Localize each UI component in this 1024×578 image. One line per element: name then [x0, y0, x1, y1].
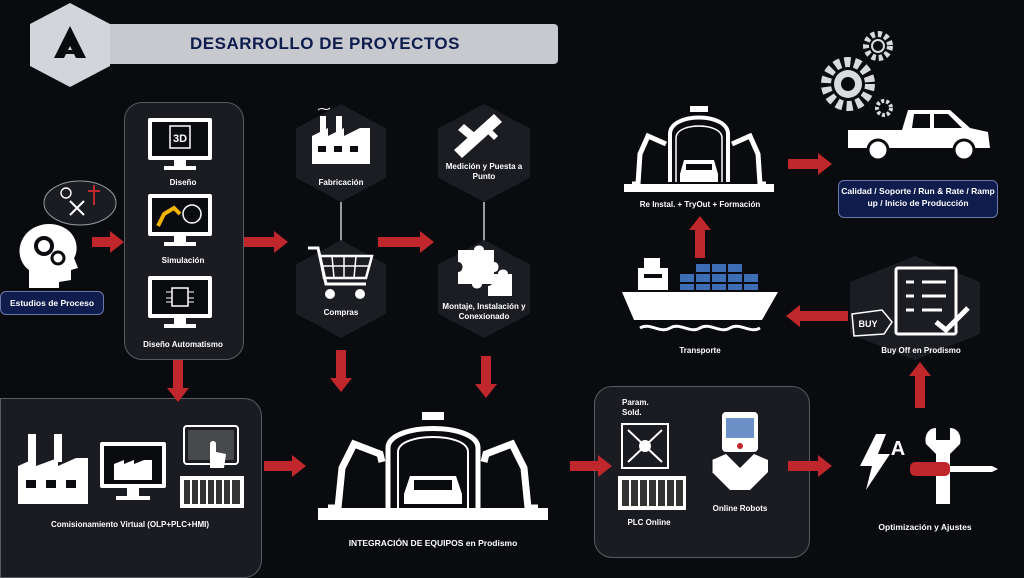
icon-a-text: A	[891, 438, 905, 460]
fabricacion-label: Fabricación	[318, 178, 364, 187]
param-sold-label: Param. Sold.	[622, 398, 649, 417]
icon-3d-text: 3D	[173, 133, 187, 145]
letter-a-icon: A	[891, 438, 905, 460]
thought-cloud-icon	[43, 180, 117, 226]
arrow-optimizacion-buyoff	[909, 362, 931, 408]
simulacion-label: Simulación	[161, 256, 205, 265]
plc-rack-icon	[180, 476, 244, 508]
arrow-estudios-design	[92, 231, 124, 253]
arrow-buyoff-transporte	[786, 305, 848, 327]
cargo-ship-icon	[622, 258, 778, 332]
gears-icon	[821, 31, 893, 117]
welding-param-icon	[621, 423, 669, 469]
monitor-factory-icon	[100, 442, 166, 500]
logo-mark-icon	[54, 26, 86, 58]
med-montaje-connector	[483, 202, 485, 242]
arrow-transporte-reinstal	[689, 216, 711, 258]
page-title: DESARROLLO DE PROYECTOS	[190, 34, 460, 53]
plc-online-label: PLC Online	[627, 518, 671, 527]
puzzle-icon	[458, 245, 512, 296]
factory-icon	[312, 107, 370, 164]
lightning-icon	[860, 434, 890, 490]
teach-pendant-icon	[711, 412, 768, 490]
arrow-design-fab	[244, 231, 288, 253]
shopping-cart-icon	[308, 246, 374, 299]
buy-tag-icon: BUY	[851, 309, 893, 337]
monitor-chip-icon	[148, 276, 212, 328]
fab-compras-connector	[340, 202, 342, 242]
touch-hmi-icon	[183, 425, 239, 468]
checklist-icon	[894, 266, 970, 336]
estudios-proceso-box: Estudios de Proceso	[0, 291, 104, 315]
buyoff-label: Buy Off en Prodismo	[881, 346, 961, 355]
head-gears-icon	[19, 223, 78, 288]
optimizacion-label: Optimización y Ajustes	[878, 522, 972, 532]
arrow-compras-medicion	[378, 231, 434, 253]
arrow-montaje-integracion	[475, 356, 497, 398]
transporte-label: Transporte	[679, 346, 721, 355]
wrench-screwdriver-icon	[910, 428, 998, 504]
arrow-online-optimizacion	[788, 455, 832, 477]
arrow-integracion-online	[570, 455, 612, 477]
arrow-design-comision	[167, 360, 189, 402]
factory-icon-small	[18, 434, 88, 504]
online-robots-label: Online Robots	[712, 504, 768, 513]
reinstal-label: Re Instal. + TryOut + Formación	[639, 200, 761, 209]
online-panel	[594, 386, 810, 558]
pickup-truck-icon	[848, 110, 990, 162]
calidad-label: Calidad / Soporte / Run & Rate / Ramp up…	[841, 186, 995, 208]
monitor-simulation-icon	[148, 194, 212, 246]
integracion-label: INTEGRACIÓN DE EQUIPOS en Prodismo	[348, 538, 518, 548]
monitor-3d-icon: 3D	[148, 118, 212, 170]
robot-cell-icon	[318, 412, 548, 520]
buy-tag-text: BUY	[858, 319, 877, 329]
robot-cell-small-icon	[624, 106, 774, 192]
caliper-icon	[454, 114, 502, 158]
comisionamiento-label: Comisionamiento Virtual (OLP+PLC+HMI)	[50, 520, 210, 529]
medicion-label: Medición y Puesta a Punto	[445, 162, 523, 181]
diseno-automatismo-label: Diseño Automatismo	[143, 340, 223, 349]
compras-label: Compras	[323, 308, 359, 317]
calidad-box: Calidad / Soporte / Run & Rate / Ramp up…	[838, 180, 998, 218]
arrow-comision-integracion	[264, 455, 306, 477]
header-banner	[86, 24, 558, 64]
estudios-proceso-label: Estudios de Proceso	[9, 298, 95, 308]
arrow-compras-integracion	[330, 350, 352, 392]
diseno-label: Diseño	[169, 178, 197, 187]
buyoff-hex	[850, 256, 980, 360]
arrow-reinstal-calidad	[788, 153, 832, 175]
plc-online-icon	[618, 476, 686, 510]
montaje-label: Montaje, Instalación y Conexionado	[442, 302, 526, 321]
